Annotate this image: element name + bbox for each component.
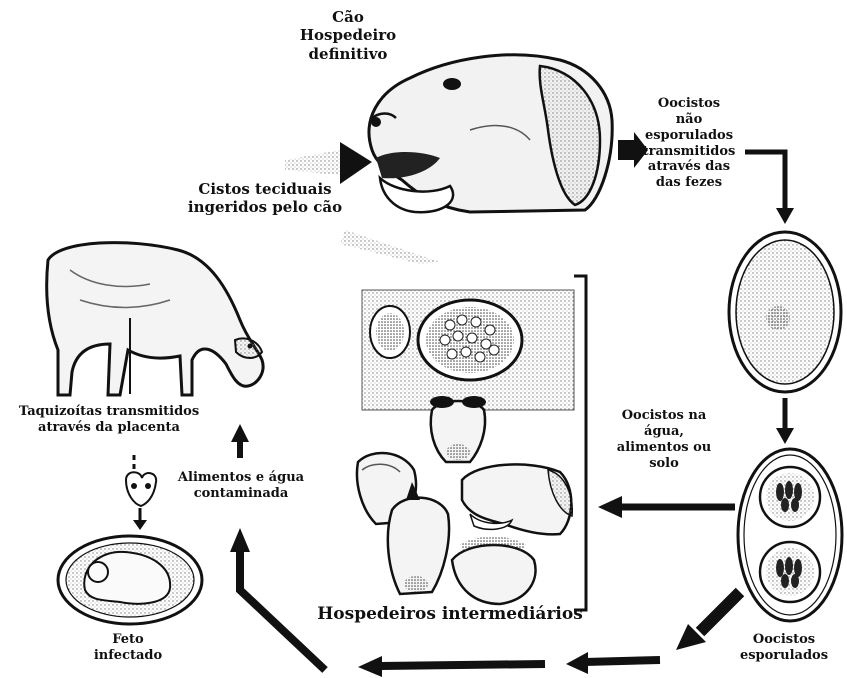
environment-arrow-head (598, 496, 622, 518)
feces-arrow-line (745, 152, 785, 210)
intermediate-host-heads-icon (357, 396, 572, 604)
sporulated-oocysts-label: Oocistos esporulados (728, 632, 840, 664)
dog-host-label: Cão Hospedeiro definitivo (288, 8, 408, 63)
sporulation-arrow-head (776, 428, 794, 444)
infected-fetus-label: Feto infectado (88, 632, 168, 664)
bottom-arrow-1 (585, 660, 660, 662)
host-panel-bracket (574, 276, 586, 610)
spread-arrow-line (700, 592, 740, 632)
ingestion-arrow-head (340, 142, 372, 184)
dog-icon (369, 55, 612, 212)
cow-icon (47, 243, 263, 395)
bottom-arrow-2-head (358, 656, 382, 677)
fetus-icon (58, 536, 202, 624)
ingestion-arrow-shade (285, 150, 340, 175)
tissue-cyst-icon (362, 290, 574, 410)
bottom-arrow-1-head (566, 652, 588, 674)
sporulated-oocyst-icon (738, 449, 842, 621)
to-cow-arrow-head (231, 424, 249, 442)
oocysts-feces-label: Oocistos não esporulados transmitidos at… (636, 96, 742, 191)
food-water-label: Alimentos e água contaminada (166, 470, 316, 502)
unsporulated-oocyst-icon (729, 232, 841, 392)
placenta-arrow-head (133, 520, 147, 530)
feces-arrow-head (776, 208, 794, 224)
tissue-cysts-label: Cistos teciduais ingeridos pelo cão (176, 180, 354, 217)
cyst-to-dog-shade (340, 230, 440, 264)
bottom-arrow-2 (380, 664, 545, 666)
tachyzoite-icon (126, 472, 156, 506)
intermediate-hosts-label: Hospedeiros intermediários (300, 604, 600, 625)
up-arrow-head (230, 528, 250, 552)
tachyzoites-label: Taquizoítas transmitidos através da plac… (4, 404, 214, 436)
oocysts-environment-label: Oocistos na água, alimentos ou solo (602, 408, 726, 471)
